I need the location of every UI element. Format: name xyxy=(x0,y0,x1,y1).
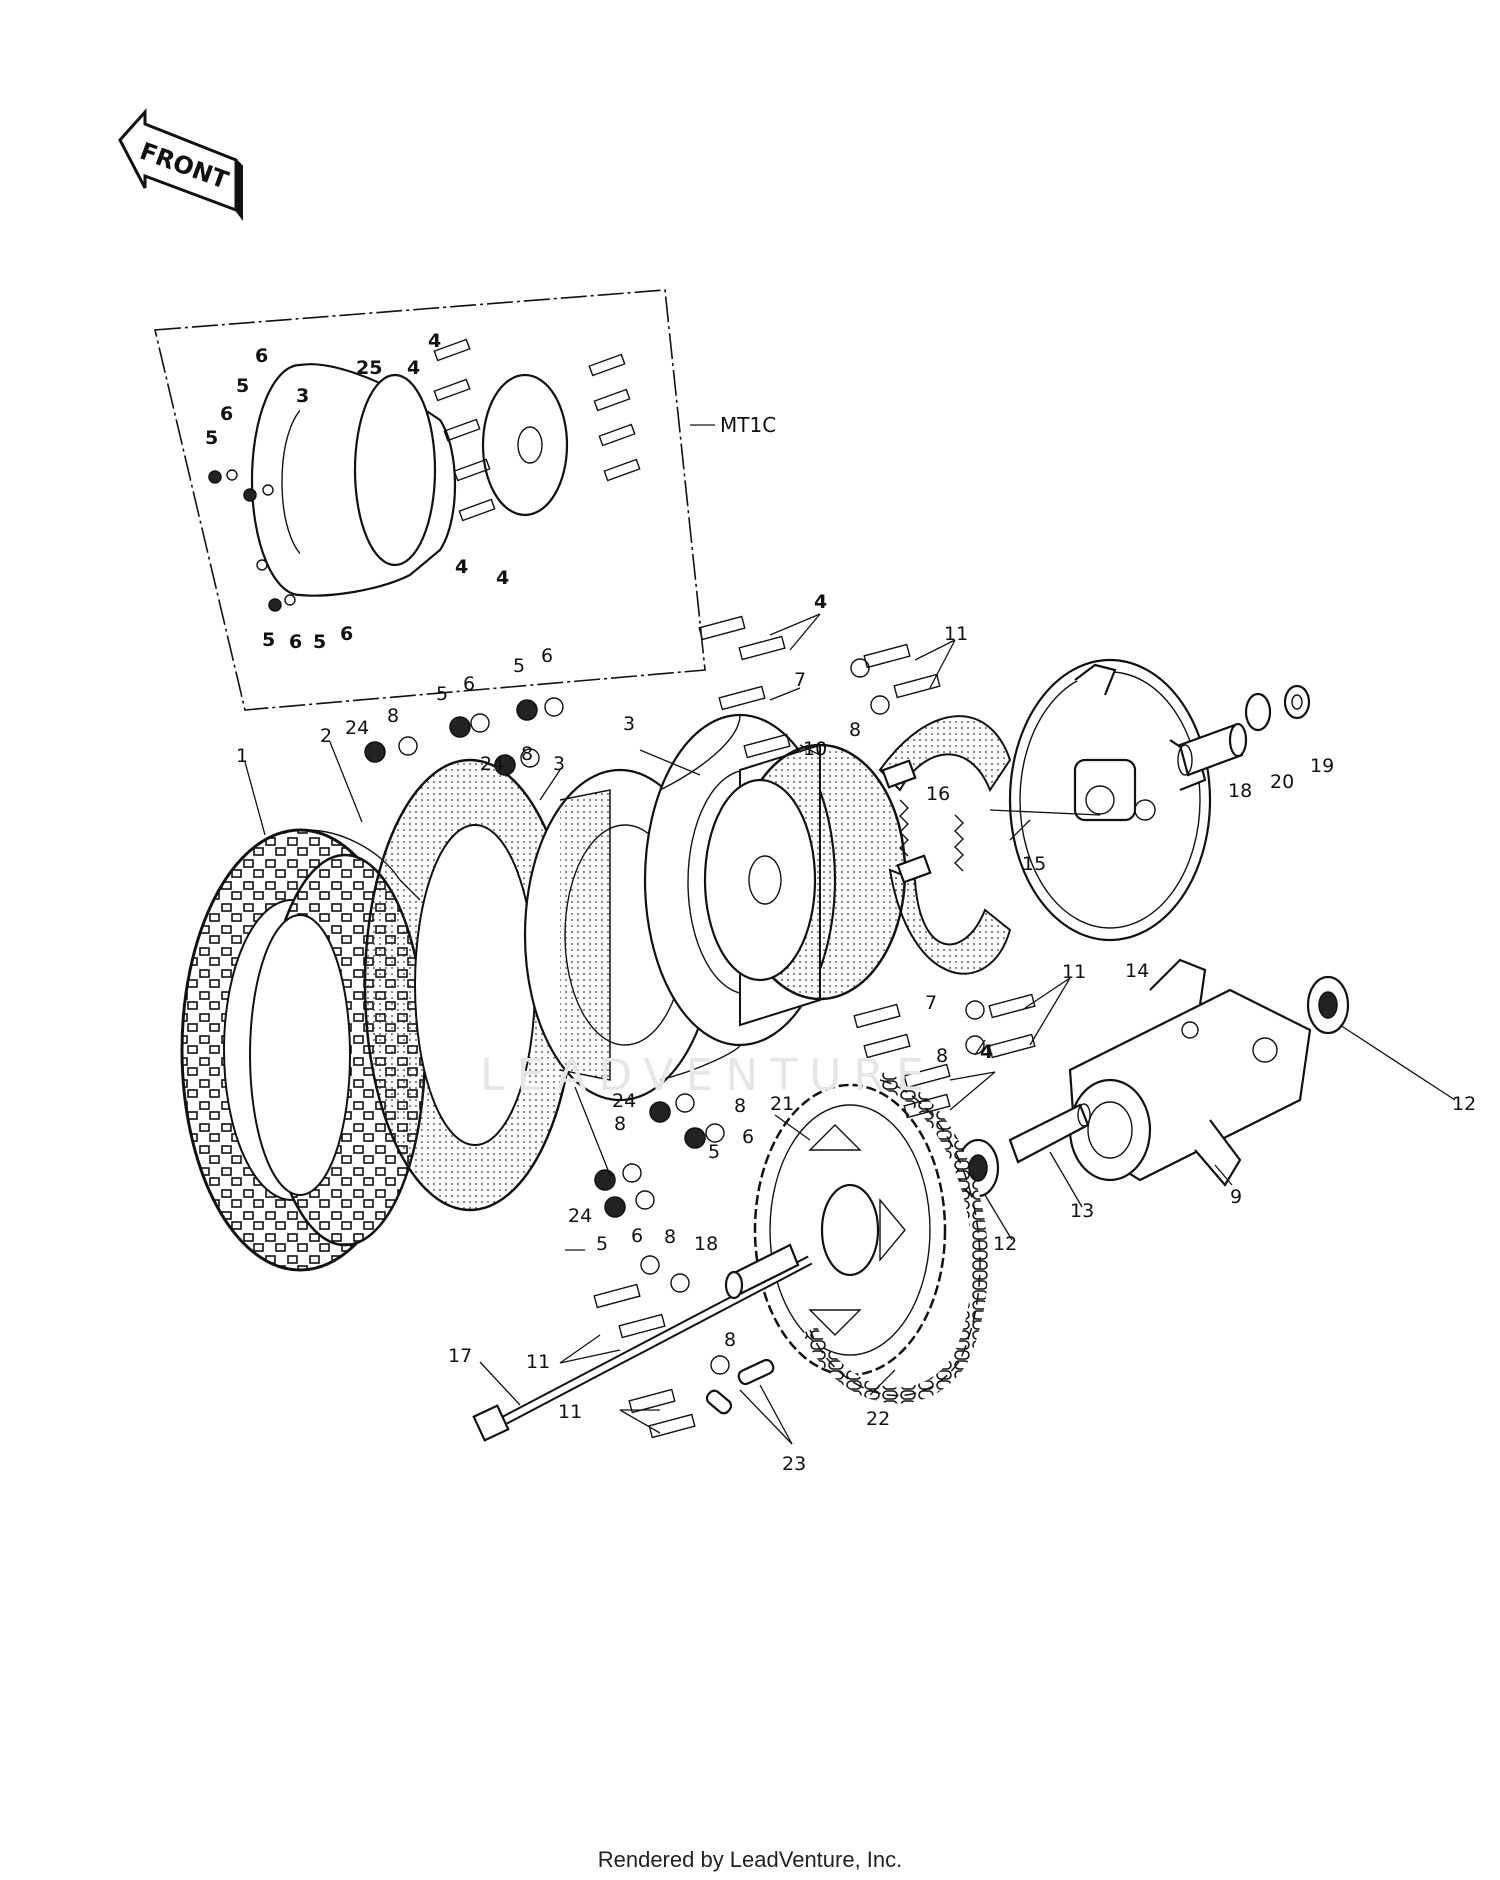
callout-20: 20 xyxy=(1270,771,1294,793)
callout-numbers: 1 2 3 3 3 4 4 4 4 4 4 5 5 5 5 5 5 5 5 6 … xyxy=(205,330,1476,1475)
callout-14: 14 xyxy=(1125,960,1149,982)
callout-11: 11 xyxy=(558,1401,582,1423)
callout-5: 5 xyxy=(313,631,326,653)
callout-3: 3 xyxy=(553,753,565,775)
callout-6: 6 xyxy=(631,1225,643,1247)
nut-top xyxy=(1283,684,1311,720)
callout-2: 2 xyxy=(320,725,332,747)
callout-3: 3 xyxy=(296,385,309,407)
callout-18: 18 xyxy=(694,1233,718,1255)
callout-11: 11 xyxy=(526,1351,550,1373)
callout-25: 25 xyxy=(356,357,382,379)
nuts-and-washers xyxy=(364,658,985,1375)
callout-6: 6 xyxy=(340,623,353,645)
callout-16: 16 xyxy=(926,783,950,805)
callout-5: 5 xyxy=(708,1141,720,1163)
brake-drum xyxy=(703,743,907,1027)
callout-4: 4 xyxy=(407,357,420,379)
callout-6: 6 xyxy=(289,631,302,653)
mounting-bolts xyxy=(593,615,1036,1439)
callout-8: 8 xyxy=(387,705,399,727)
callout-24: 24 xyxy=(612,1090,636,1112)
callout-11: 11 xyxy=(1062,961,1086,983)
callout-24: 24 xyxy=(480,753,504,775)
callout-15: 15 xyxy=(1022,853,1046,875)
callout-8: 8 xyxy=(936,1045,948,1067)
hub-carrier xyxy=(1068,958,1312,1187)
callout-6: 6 xyxy=(220,403,233,425)
callout-4: 4 xyxy=(455,556,468,578)
callout-8: 8 xyxy=(724,1329,736,1351)
callout-5: 5 xyxy=(596,1233,608,1255)
callout-7: 7 xyxy=(925,992,937,1014)
inner-tube xyxy=(363,758,577,1212)
callout-12: 12 xyxy=(1452,1093,1476,1115)
watermark: LEADVENTURE xyxy=(480,1050,936,1101)
chain-joint xyxy=(705,1358,775,1415)
brake-springs xyxy=(899,799,964,872)
callout-1: 1 xyxy=(236,745,248,767)
axle-collar xyxy=(724,1243,800,1300)
callout-21: 21 xyxy=(770,1093,794,1115)
drive-chain xyxy=(802,1072,988,1404)
brake-panel xyxy=(1008,658,1212,942)
callout-8: 8 xyxy=(521,743,533,765)
callout-24: 24 xyxy=(345,717,369,739)
axle-collar-top xyxy=(1177,722,1248,777)
callout-13: 13 xyxy=(1070,1200,1094,1222)
callout-7: 7 xyxy=(794,669,806,691)
callout-3: 3 xyxy=(623,713,635,735)
sprocket xyxy=(753,1083,947,1377)
callout-12: 12 xyxy=(993,1233,1017,1255)
brake-shoes xyxy=(878,715,1012,975)
callout-5: 5 xyxy=(262,629,275,651)
axle-shaft xyxy=(472,1255,813,1442)
callout-5: 5 xyxy=(236,375,249,397)
inset-hub xyxy=(353,373,437,567)
callout-4: 4 xyxy=(814,591,827,613)
callout-8: 8 xyxy=(664,1226,676,1248)
callout-5: 5 xyxy=(436,683,448,705)
callout-6: 6 xyxy=(255,345,268,367)
footer-credit: Rendered by LeadVenture, Inc. xyxy=(597,1847,903,1872)
callout-17: 17 xyxy=(448,1345,472,1367)
front-arrow-marker: FRONT xyxy=(118,108,243,221)
callout-9: 9 xyxy=(1230,1186,1242,1208)
leader-lines xyxy=(244,613,1456,1445)
callout-24: 24 xyxy=(568,1205,592,1227)
callout-8: 8 xyxy=(849,719,861,741)
inset-drum xyxy=(481,373,569,517)
callout-11: 11 xyxy=(944,623,968,645)
callout-6: 6 xyxy=(742,1126,754,1148)
inset-bolts xyxy=(208,338,641,612)
callout-6: 6 xyxy=(463,673,475,695)
bearing-right xyxy=(1306,975,1350,1035)
callout-18: 18 xyxy=(1228,780,1252,802)
callout-4: 4 xyxy=(980,1041,993,1063)
callout-6: 6 xyxy=(541,645,553,667)
inset-label: MT1C xyxy=(720,413,776,437)
callout-19: 19 xyxy=(1310,755,1334,777)
inset-mt1c: MT1C xyxy=(154,289,776,711)
callout-8: 8 xyxy=(614,1113,626,1135)
callout-23: 23 xyxy=(782,1453,806,1475)
callout-4: 4 xyxy=(496,567,509,589)
callout-8: 8 xyxy=(734,1095,746,1117)
callout-5: 5 xyxy=(513,655,525,677)
washer-top xyxy=(1244,692,1272,732)
callout-22: 22 xyxy=(866,1408,890,1430)
callout-5: 5 xyxy=(205,427,218,449)
distance-collar xyxy=(1008,1103,1091,1164)
callout-10: 10 xyxy=(803,738,827,760)
callout-4: 4 xyxy=(428,330,441,352)
